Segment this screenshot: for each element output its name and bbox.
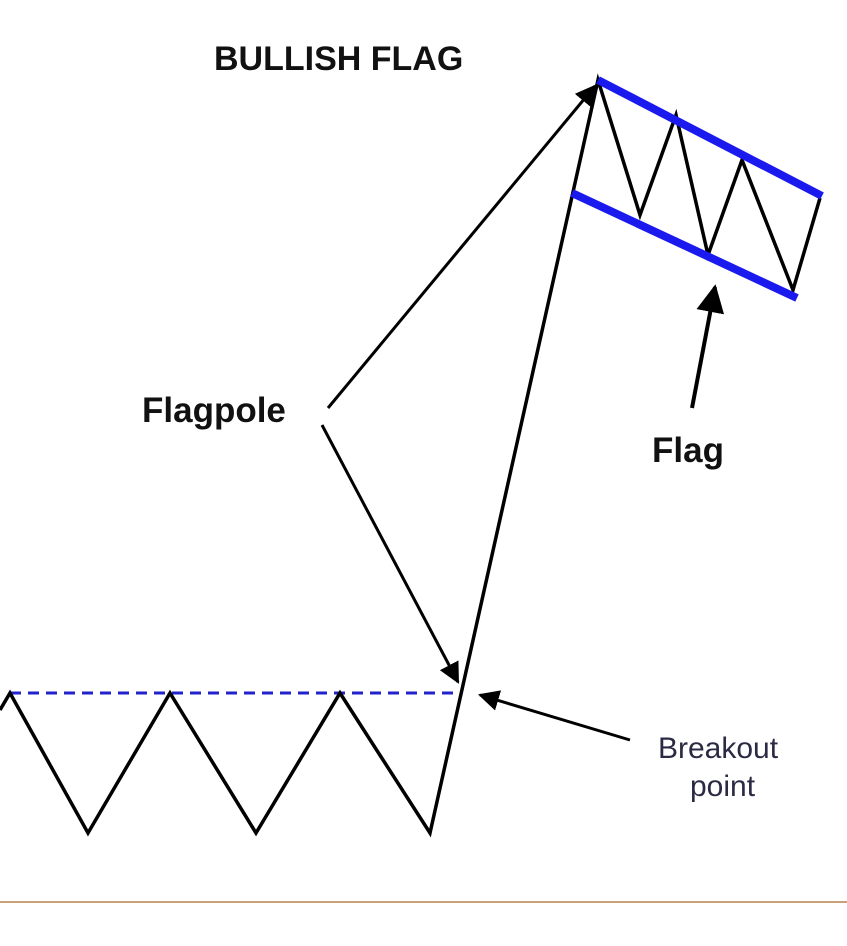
flag-pointer-arrow bbox=[690, 284, 725, 409]
price-path bbox=[0, 73, 822, 838]
breakout-label-line-2: point bbox=[690, 770, 756, 803]
flagpole-pointer-to-top bbox=[326, 84, 597, 409]
breakout-pointer-arrow bbox=[477, 690, 631, 742]
breakout-label-line-1: Breakout bbox=[658, 732, 779, 765]
flagpole-label: Flagpole bbox=[142, 391, 286, 430]
flag-lower-channel-line bbox=[570, 189, 799, 302]
flag-label: Flag bbox=[652, 431, 724, 470]
flag-upper-channel-line bbox=[596, 76, 824, 200]
flagpole-pointer-to-base bbox=[320, 424, 460, 684]
diagram-title: BULLISH FLAG bbox=[214, 40, 463, 78]
